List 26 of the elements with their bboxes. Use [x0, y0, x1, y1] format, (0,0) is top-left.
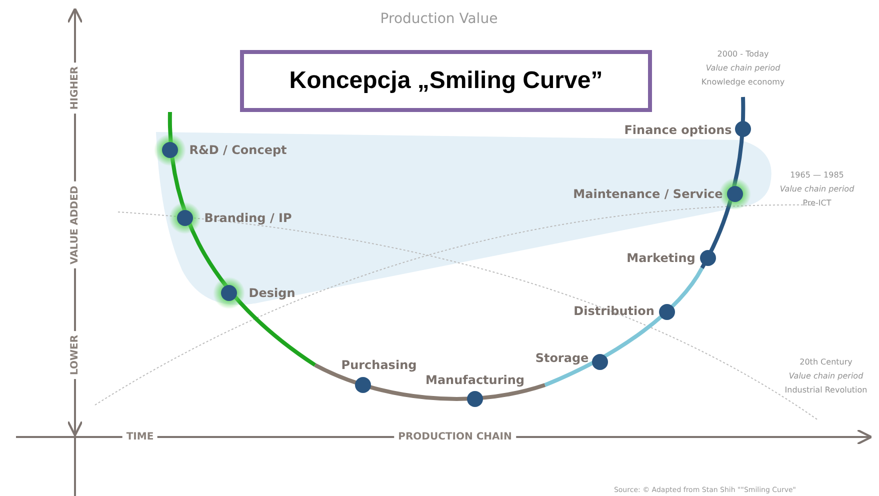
period-label: Pre-ICT	[802, 198, 832, 208]
period-label: 20th Century	[800, 358, 852, 366]
period-label: Industrial Revolution	[784, 386, 868, 394]
period-label: Value chain period	[780, 184, 854, 194]
stage-label: Finance options	[624, 123, 732, 137]
stage-label: Marketing	[626, 251, 696, 265]
stage-label: Branding / IP	[204, 211, 292, 225]
axis-label: HIGHER	[70, 62, 80, 114]
period-label: Value chain period	[706, 64, 780, 72]
chart-heading: Production Value	[380, 11, 498, 27]
title-box: Koncepcja „Smiling Curve”	[240, 50, 652, 112]
stage-label: Distribution	[574, 304, 654, 318]
axis-label: LOWER	[70, 330, 80, 380]
stage-label: R&D / Concept	[189, 143, 287, 157]
period-label: 1965 — 1985	[790, 170, 844, 180]
axis-label: PRODUCTION CHAIN	[394, 432, 516, 442]
axis-label: TIME	[122, 432, 158, 442]
stage-label: Storage	[535, 351, 589, 365]
stage-label: Manufacturing	[426, 373, 524, 387]
stage-label: Purchasing	[341, 358, 417, 372]
axis-label: VALUE ADDED	[70, 182, 80, 268]
period-label: Value chain period	[788, 372, 864, 380]
stage-label: Design	[248, 286, 296, 300]
period-label: 2000 - Today	[717, 50, 769, 58]
stage-label: Maintenance / Service	[573, 187, 723, 201]
period-label: Knowledge economy	[701, 78, 785, 86]
